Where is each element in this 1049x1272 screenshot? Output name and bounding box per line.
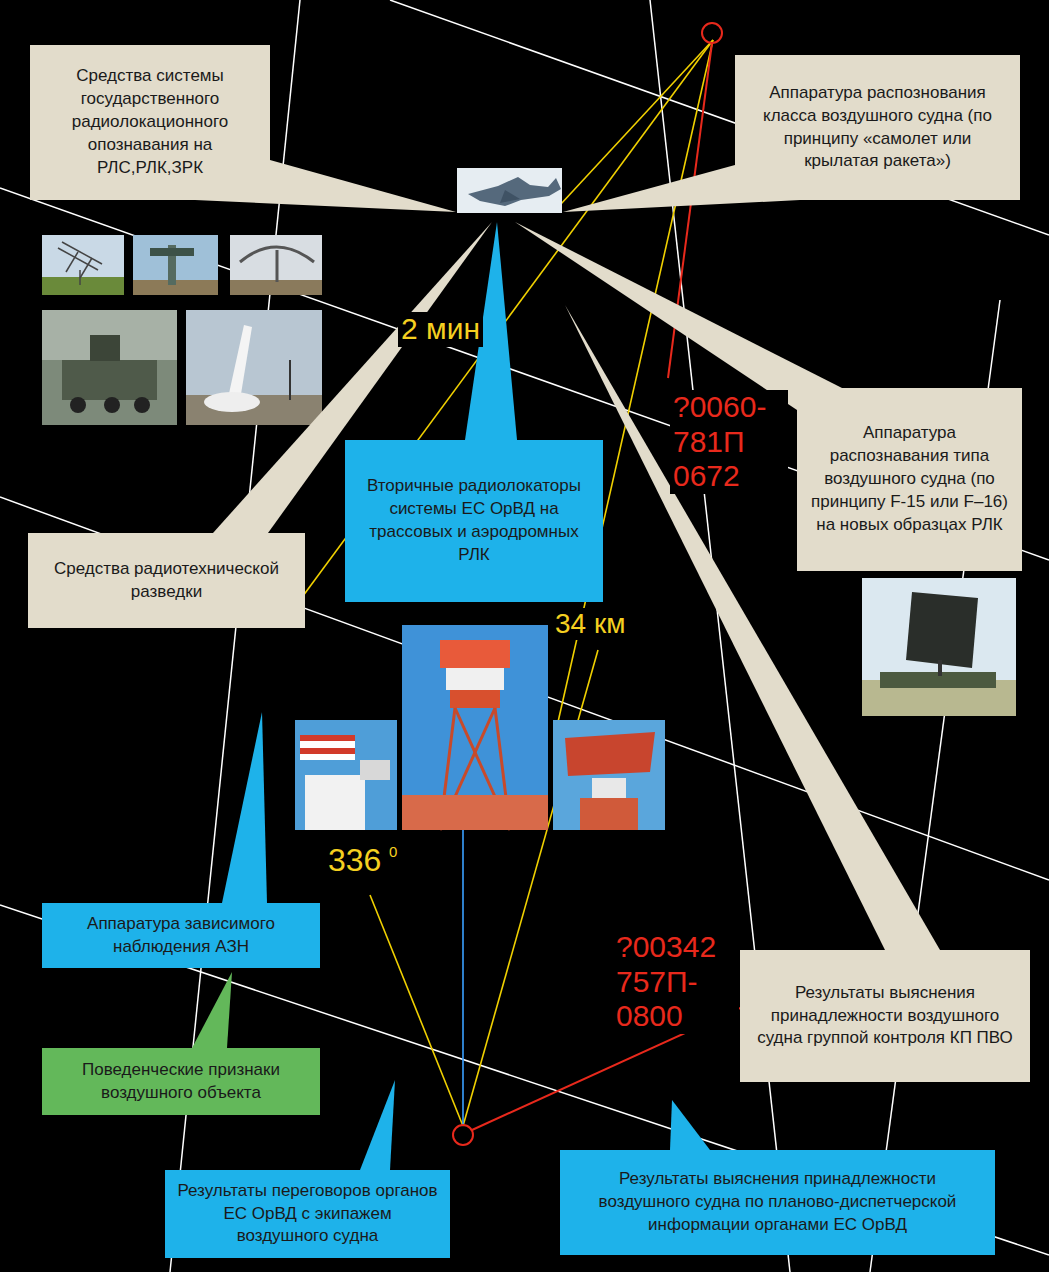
- aircraft-photo: [500, 190, 520, 203]
- radar-photo: [276, 250, 279, 282]
- tower-photo: [450, 690, 500, 708]
- vehicle-photo: [70, 397, 86, 413]
- callout-text: Аппаратура зависимого наблюдения АЗН: [54, 913, 308, 959]
- vehicle-photo: [104, 397, 120, 413]
- callout-box: Аппаратура распознавания типа воздушного…: [797, 388, 1022, 571]
- radar-photo: [133, 235, 218, 295]
- tower-photo: [440, 640, 510, 668]
- radar-photo: [862, 578, 1016, 716]
- callout-text: Аппаратура распознования класса воздушно…: [747, 82, 1008, 174]
- callout-pointer: [222, 712, 267, 903]
- radar-photo: [553, 720, 665, 830]
- radar-photo: [66, 252, 78, 272]
- radar-photo: [62, 242, 102, 264]
- radar-photo: [580, 798, 638, 830]
- callout-text: Поведенческие признаки воздушного объект…: [54, 1059, 308, 1105]
- callout-text: Вторичные радиолокаторы системы ЕС ОрВД …: [357, 475, 591, 567]
- radar-photo: [300, 748, 355, 754]
- radar-photo: [80, 258, 92, 278]
- time-label: 2 мин: [398, 312, 483, 347]
- radar-photo: [300, 735, 355, 760]
- distance-label: 34 км: [552, 608, 628, 640]
- callout-text: Результаты выяснения принадлежности возд…: [752, 982, 1018, 1051]
- bearing-line: [370, 895, 463, 1126]
- missile-photo: [289, 360, 291, 400]
- tower-photo: [402, 625, 548, 830]
- callout-pointer: [360, 1080, 395, 1170]
- vehicle-photo: [42, 310, 177, 360]
- photo: [42, 168, 1016, 830]
- range-line: [462, 830, 464, 1125]
- radar-photo: [42, 235, 124, 295]
- missile-photo: [204, 392, 260, 412]
- missile-photo: [186, 310, 322, 425]
- vehicle-photo: [42, 310, 177, 425]
- vehicle-photo: [42, 310, 177, 425]
- radar-photo: [230, 235, 322, 295]
- callout-box: Результаты выяснения принадлежности возд…: [740, 950, 1030, 1082]
- track-label: ?00342 757П- 0800: [613, 930, 739, 1034]
- map-grid: [390, 0, 1049, 235]
- bearing-label: 336: [325, 842, 384, 879]
- callout-box: Аппаратура распознования класса воздушно…: [735, 55, 1020, 200]
- callout-box: Вторичные радиолокаторы системы ЕС ОрВД …: [345, 440, 603, 602]
- aircraft-photo: [457, 168, 562, 213]
- radar-photo: [42, 235, 124, 295]
- radar-photo: [565, 732, 655, 776]
- radar-photo: [305, 775, 365, 830]
- callout-box: Средства системы государственного радиол…: [30, 45, 270, 200]
- radar-photo: [133, 235, 218, 295]
- track-label: ?0060- 781П 0672: [670, 390, 788, 494]
- target-circle: [453, 1125, 473, 1145]
- tower-photo: [446, 668, 504, 690]
- callout-text: Аппаратура распознавания типа воздушного…: [809, 422, 1010, 537]
- radar-photo: [295, 720, 397, 830]
- target-circle: [702, 23, 722, 43]
- callout-text: Средства радиотехнической разведки: [40, 558, 293, 604]
- callout-box: Аппаратура зависимого наблюдения АЗН: [42, 903, 320, 968]
- radar-photo: [360, 760, 390, 780]
- tower-photo: [402, 795, 548, 830]
- callout-box: Средства радиотехнической разведки: [28, 533, 305, 628]
- vehicle-photo: [134, 397, 150, 413]
- callout-text: Результаты переговоров органов ЕС ОрВД с…: [177, 1180, 438, 1249]
- callout-pointer: [670, 1100, 710, 1150]
- radar-photo: [300, 735, 355, 741]
- radar-photo: [553, 720, 665, 830]
- radar-photo: [862, 578, 1016, 716]
- radar-photo: [592, 778, 626, 798]
- callout-pointer: [192, 972, 232, 1048]
- radar-photo: [42, 277, 124, 295]
- radar-photo: [938, 660, 942, 676]
- missile-photo: [186, 310, 322, 425]
- aircraft-photo: [468, 177, 561, 206]
- callout-text: Результаты выяснения принадлежности возд…: [572, 1168, 983, 1237]
- radar-photo: [58, 242, 102, 285]
- radar-photo: [906, 592, 978, 668]
- callout-text: Средства системы государственного радиол…: [42, 65, 258, 180]
- radar-photo: [295, 720, 397, 830]
- aircraft-photo: [457, 168, 562, 213]
- callout-pointer: [515, 222, 842, 410]
- callout-box: Результаты переговоров органов ЕС ОрВД с…: [165, 1170, 450, 1258]
- radar-photo: [230, 235, 322, 295]
- callout-box: Поведенческие признаки воздушного объект…: [42, 1048, 320, 1115]
- radar-photo: [79, 270, 81, 285]
- radar-photo: [230, 280, 322, 295]
- tower-photo: [402, 625, 548, 830]
- vehicle-photo: [62, 360, 157, 400]
- missile-photo: [228, 325, 252, 400]
- radar-photo: [150, 248, 194, 256]
- callout-box: Результаты выяснения принадлежности возд…: [560, 1150, 995, 1255]
- vehicle-photo: [90, 335, 120, 361]
- degree-mark: 0: [386, 843, 400, 860]
